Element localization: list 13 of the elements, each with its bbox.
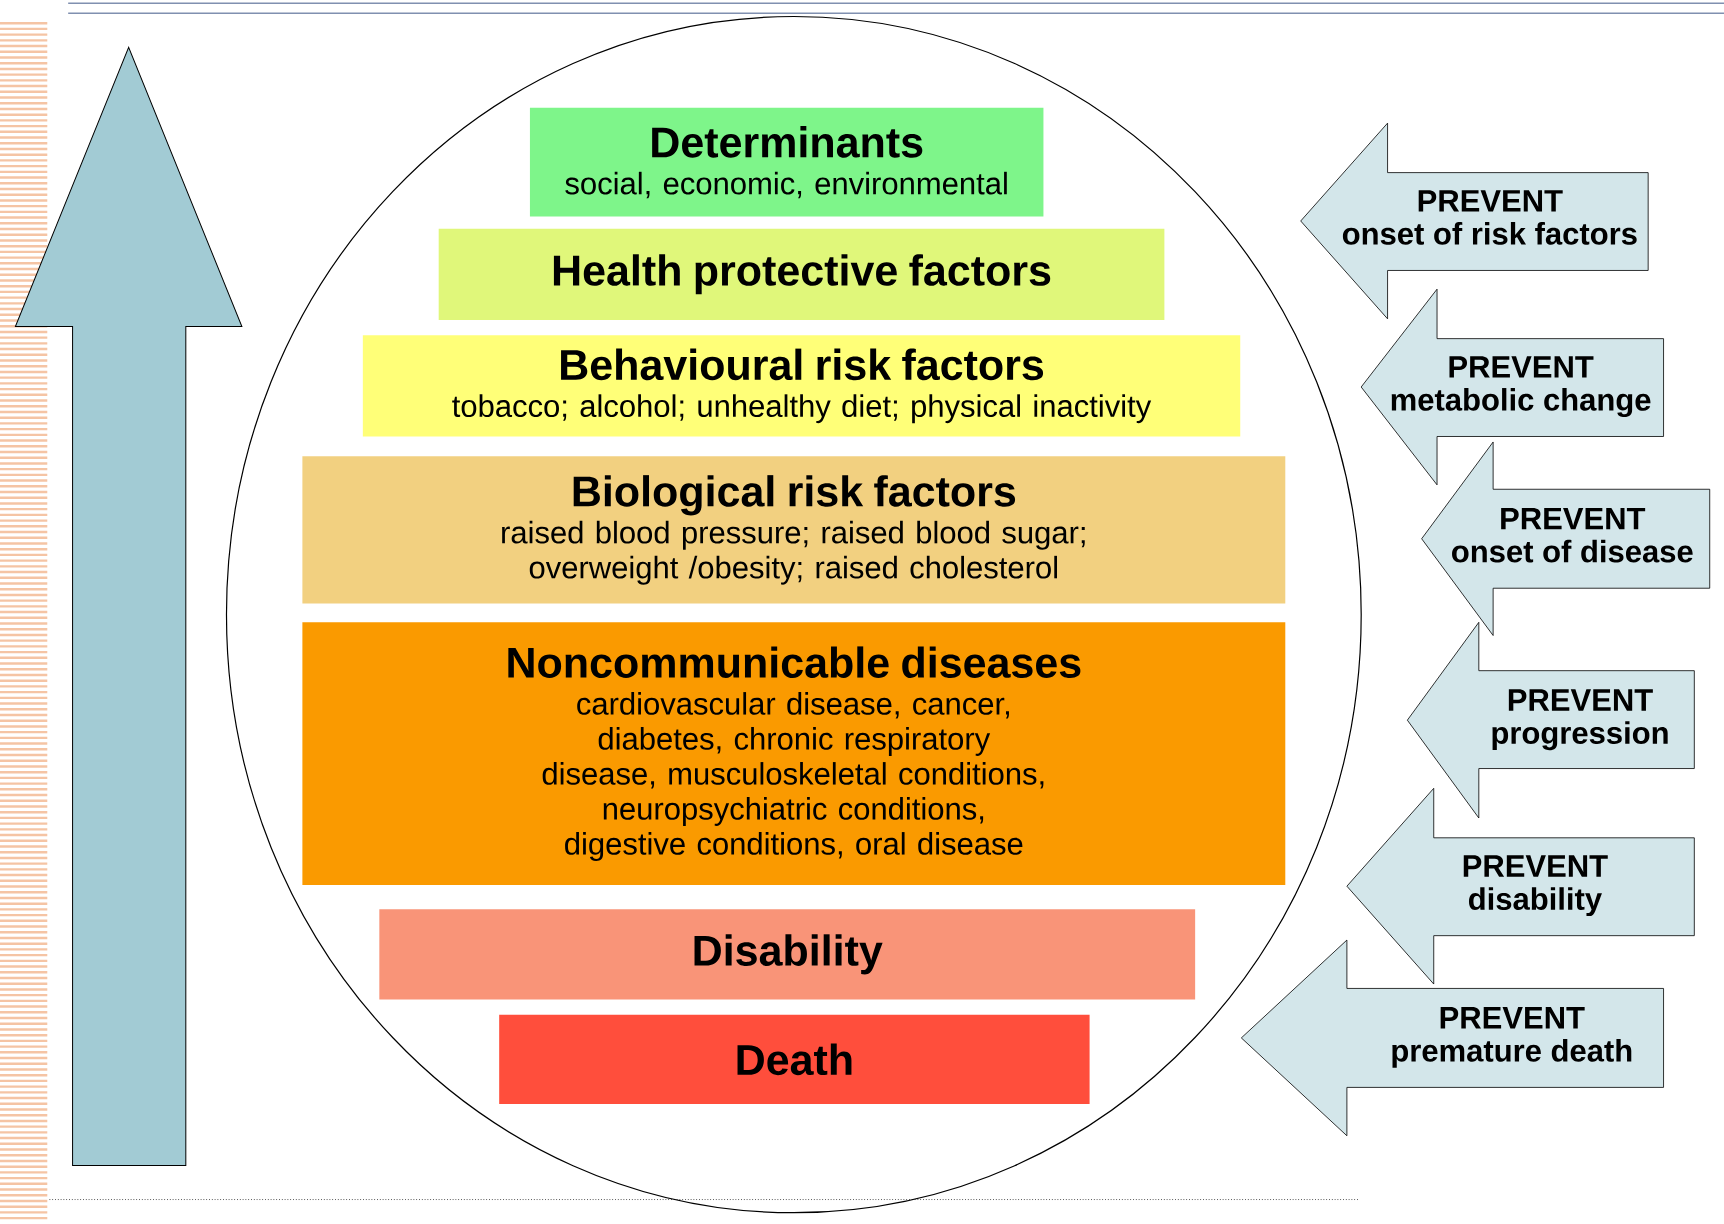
pointed-label-box: PREVENT disability [1346,787,1695,985]
pointed-label-box: PREVENT onset of disease [1421,441,1711,636]
pointed-label-box: PREVENT progression [1406,621,1695,819]
pointed-label-box: PREVENT metabolic change [1360,288,1664,486]
level-box: Behavioural risk factors tobacco; alcohol; unhealthy diet; physical inactivity [362,335,1241,437]
level-box: Biological risk factors raised blood pressure; raised blood sugar; overweight /obesity; raised cholesterol [302,456,1286,604]
level-box: Health protective factors [438,228,1165,320]
level-box: Death [499,1014,1090,1104]
pointed-label-box: PREVENT premature death [1240,939,1664,1137]
pointed-label-box: PREVENT onset of risk factors [1300,122,1649,320]
level-box: Noncommunicable diseases cardiovascular disease, cancer, diabetes, chronic respiratory disease, musculoskeletal conditions, neuropsychiatric conditions, digestive conditions, oral disease [302,622,1286,886]
level-box: Determinants social, economic, environmental [529,107,1044,217]
level-box: Disability [379,909,1196,1000]
